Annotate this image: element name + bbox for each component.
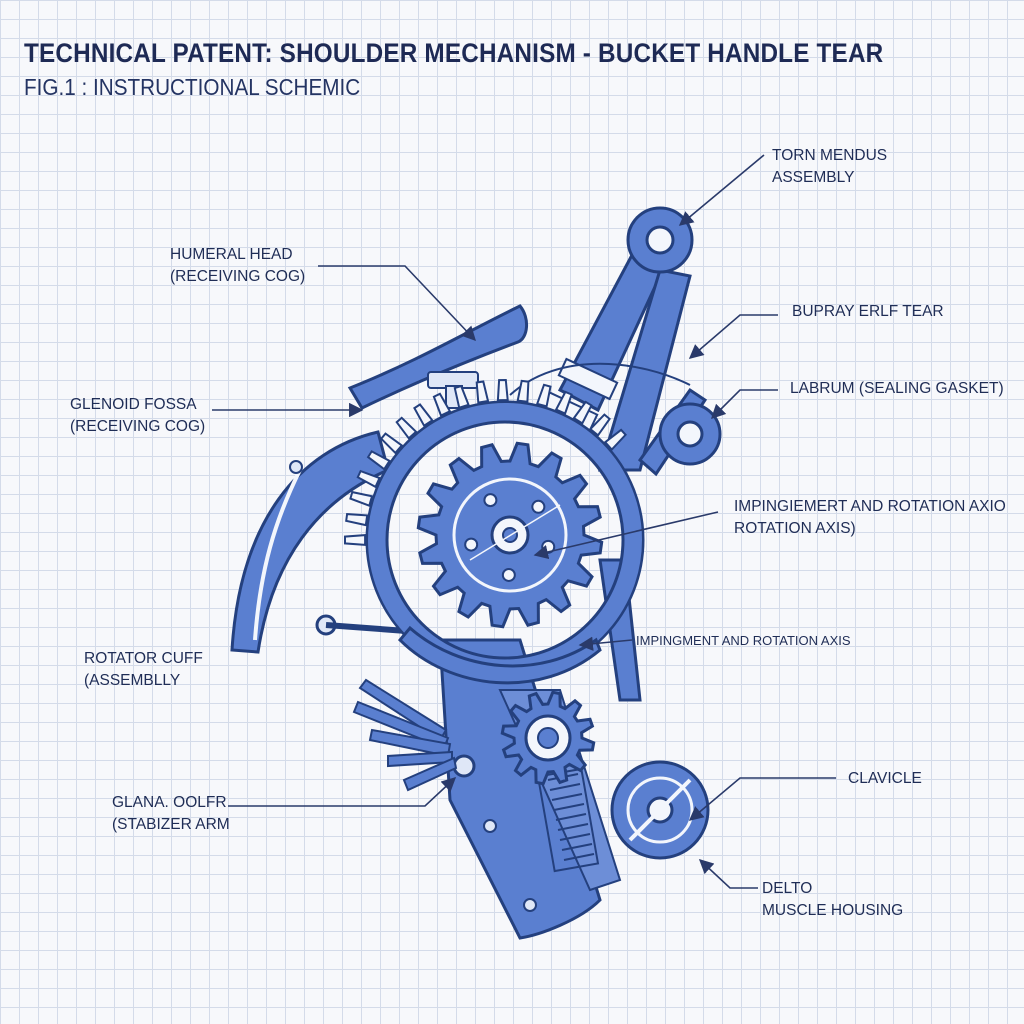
leader-impingement-lower	[578, 636, 633, 651]
leader-lines	[212, 154, 836, 889]
leader-torn-meniscus	[678, 154, 765, 226]
main-gear-bolt	[464, 537, 479, 552]
main-gear-axis-line	[469, 504, 561, 561]
top-pivot-hub	[645, 225, 675, 255]
leader-clavicle	[688, 777, 836, 821]
left-guard-plate	[230, 430, 390, 654]
diagram-subtitle: FIG.1 : INSTRUCTIONAL SCHEMIC	[24, 74, 361, 100]
stabilizer-pivot	[452, 754, 476, 778]
main-gear-bolt	[483, 493, 498, 508]
outer-cog-tooth	[588, 413, 611, 437]
outer-cog-tooth	[344, 534, 367, 546]
label-superior-tear: BUPRAY ERLF TEAR	[792, 303, 944, 320]
main-ring-inner	[385, 420, 625, 660]
leader-superior-tear	[688, 314, 778, 359]
small-gear-hub	[537, 727, 559, 749]
label-humeral-head: HUMERAL HEAD(RECEIVING COG)	[170, 246, 306, 285]
label-rotator-cuff: ROTATOR CUFF(ASSEMBLLY	[84, 650, 203, 689]
main-rotation-gear	[416, 441, 604, 629]
outer-cog-tooth	[554, 390, 573, 415]
lower-housing	[438, 638, 602, 940]
housing-screw-2	[523, 898, 537, 912]
upper-cap-plate	[347, 304, 528, 410]
outer-cog-tooth	[345, 513, 369, 527]
outer-cog-tooth	[349, 490, 374, 508]
outer-cog-tooth	[395, 416, 418, 440]
leader-deltoid	[698, 859, 758, 889]
clavicle-wheel-spoke	[628, 778, 692, 842]
label-stabilizer-arm: GLANA. OOLFR(STABIZER ARM	[112, 794, 230, 833]
leader-humeral-head	[318, 265, 476, 342]
frayed-fiber-bundle	[352, 678, 458, 792]
guard-pin-top	[289, 460, 303, 474]
outer-cog-tooth	[413, 403, 434, 428]
tendon-cable	[509, 362, 691, 396]
label-glenoid-fossa: GLENOID FOSSA(RECEIVING COG)	[70, 396, 206, 435]
outer-cog-tooth	[379, 432, 404, 455]
diagram-title: TECHNICAL PATENT: SHOULDER MECHANISM - B…	[24, 38, 884, 68]
torn-band	[397, 625, 602, 685]
outer-cog-tooth	[475, 380, 490, 404]
label-clavicle: CLAVICLE	[848, 770, 922, 787]
outer-cog-tooth	[356, 469, 381, 489]
label-impingement-lower: IMPINGMENT AND ROTATION AXIS	[636, 633, 851, 648]
outer-cog-tooth	[453, 384, 470, 409]
left-guard-inner	[253, 469, 302, 641]
outer-cog-tooth	[366, 450, 391, 471]
outer-cog-tooth	[535, 383, 552, 408]
outer-cog-tooth	[516, 379, 530, 403]
outer-cog-tooth	[572, 400, 593, 425]
label-labrum: LABRUM (SEALING GASKET)	[790, 380, 1004, 397]
outer-cog-teeth	[344, 378, 627, 546]
leader-labrum	[710, 389, 778, 420]
labrum-pivot-hub	[676, 420, 704, 448]
main-gear-bolt	[501, 567, 516, 582]
outer-cog-tooth	[496, 378, 509, 402]
housing-screw-1	[483, 819, 497, 833]
outer-cog-tooth	[603, 428, 627, 451]
leader-impingement-upper	[533, 511, 719, 560]
leader-stabilizer	[228, 777, 457, 807]
outer-cog-tooth	[432, 392, 452, 417]
lower-drive-gear	[500, 690, 596, 786]
main-gear-bolt	[531, 499, 546, 514]
